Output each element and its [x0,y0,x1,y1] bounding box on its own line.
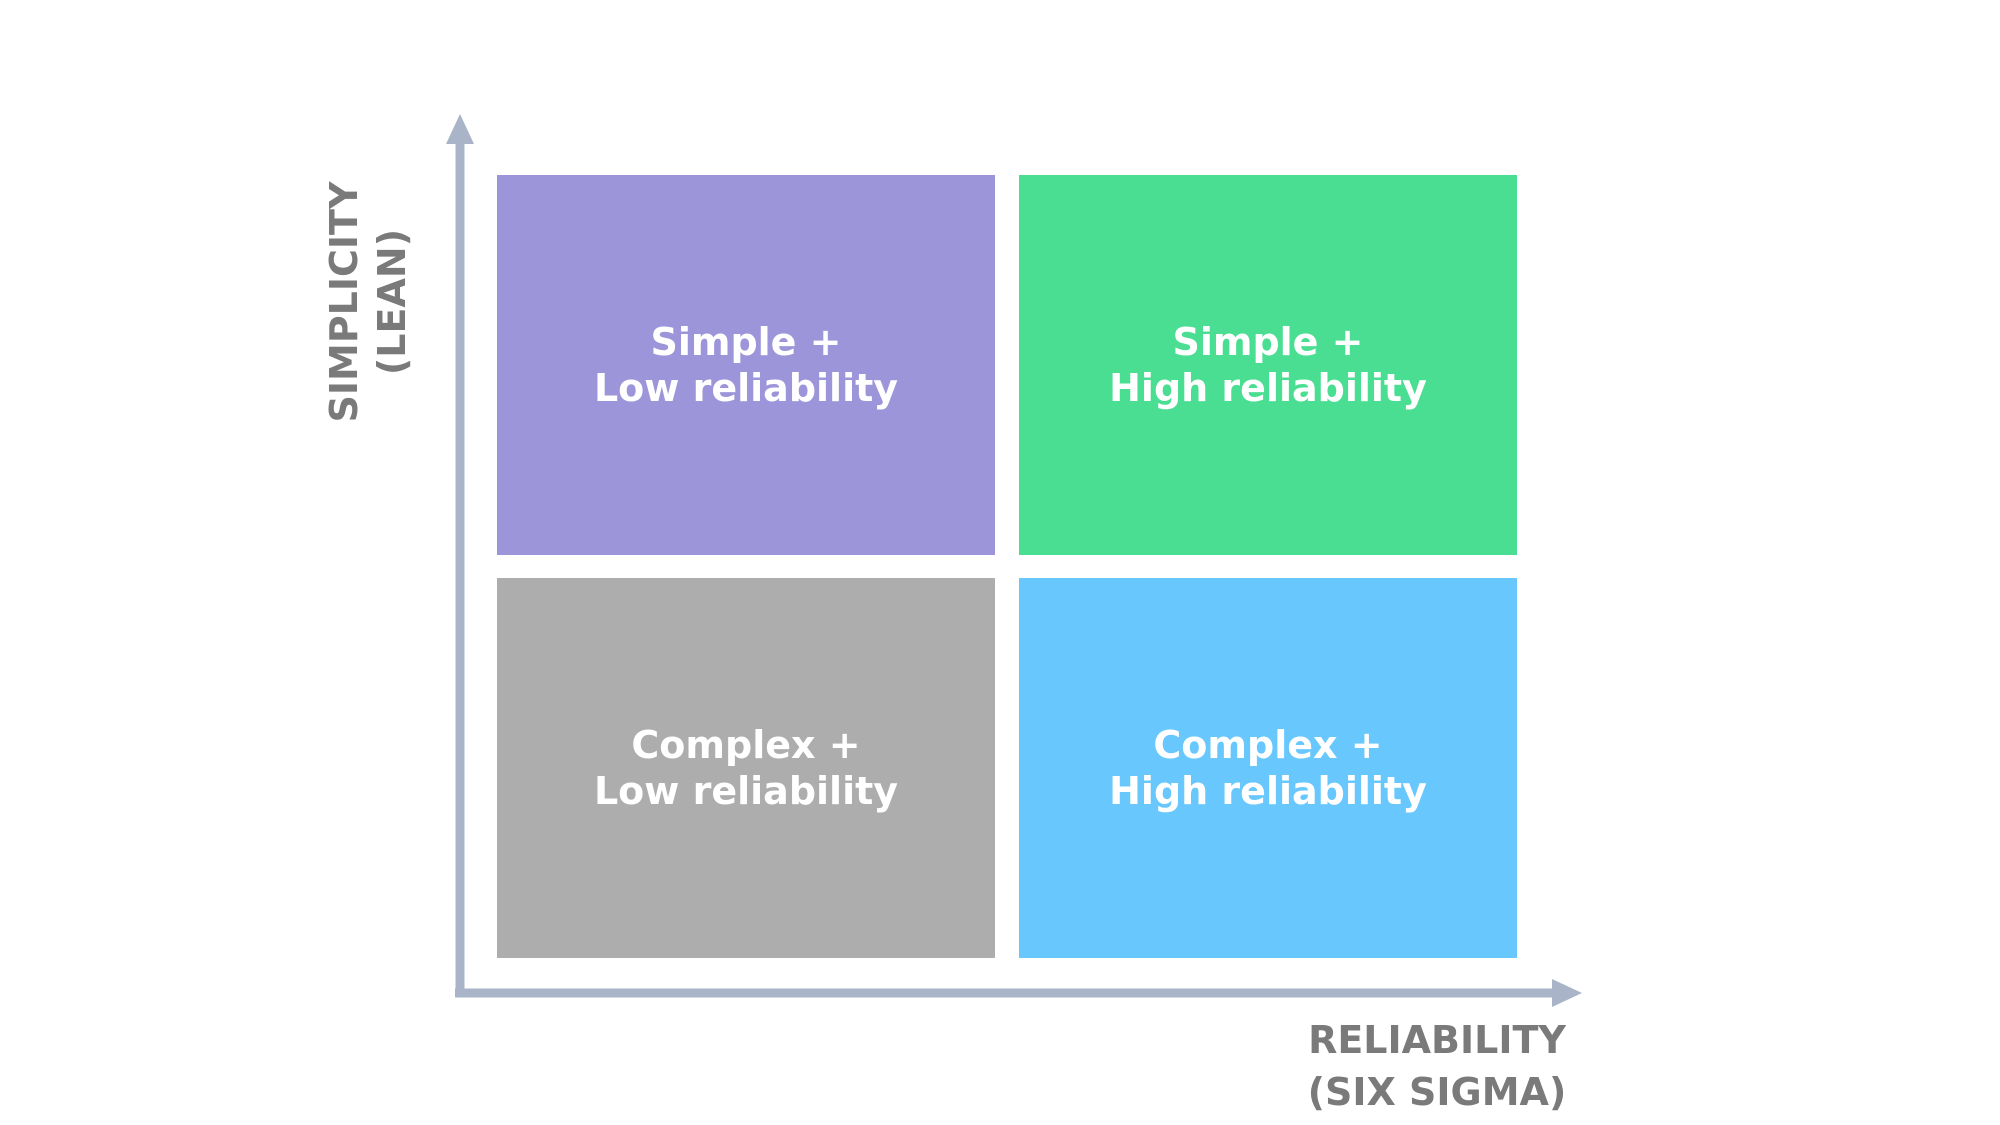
quadrant-complex-high-reliability: Complex + High reliability [1019,578,1517,958]
quadrant-label-line1: Complex + [631,723,861,767]
quadrant-label: Simple + Low reliability [594,319,898,411]
quadrant-label: Simple + High reliability [1109,319,1427,411]
quadrant-label-line2: Low reliability [593,366,899,410]
x-axis-label: RELIABILITY (SIX SIGMA) [1262,1014,1612,1118]
quadrant-label-line2: High reliability [1109,769,1427,813]
quadrant-label-line1: Simple + [1172,320,1364,364]
x-axis-arrowhead [1552,979,1582,1007]
y-axis-label-line1: SIMPLICITY [322,181,366,423]
y-axis-label-line2: (LEAN) [370,228,414,376]
x-axis-label-line1: RELIABILITY [1308,1018,1566,1062]
quadrant-label-line1: Simple + [650,320,842,364]
quadrant-label: Complex + High reliability [1109,722,1427,814]
y-axis-arrowhead [446,114,474,144]
quadrant-simple-low-reliability: Simple + Low reliability [497,175,995,555]
x-axis-label-line2: (SIX SIGMA) [1307,1070,1567,1114]
quadrant-label-line2: Low reliability [593,769,899,813]
quadrant-label: Complex + Low reliability [594,722,898,814]
quadrant-label-line1: Complex + [1153,723,1383,767]
y-axis-label: SIMPLICITY (LEAN) [320,152,430,452]
quadrant-label-line2: High reliability [1109,366,1427,410]
quadrant-simple-high-reliability: Simple + High reliability [1019,175,1517,555]
quadrant-complex-low-reliability: Complex + Low reliability [497,578,995,958]
